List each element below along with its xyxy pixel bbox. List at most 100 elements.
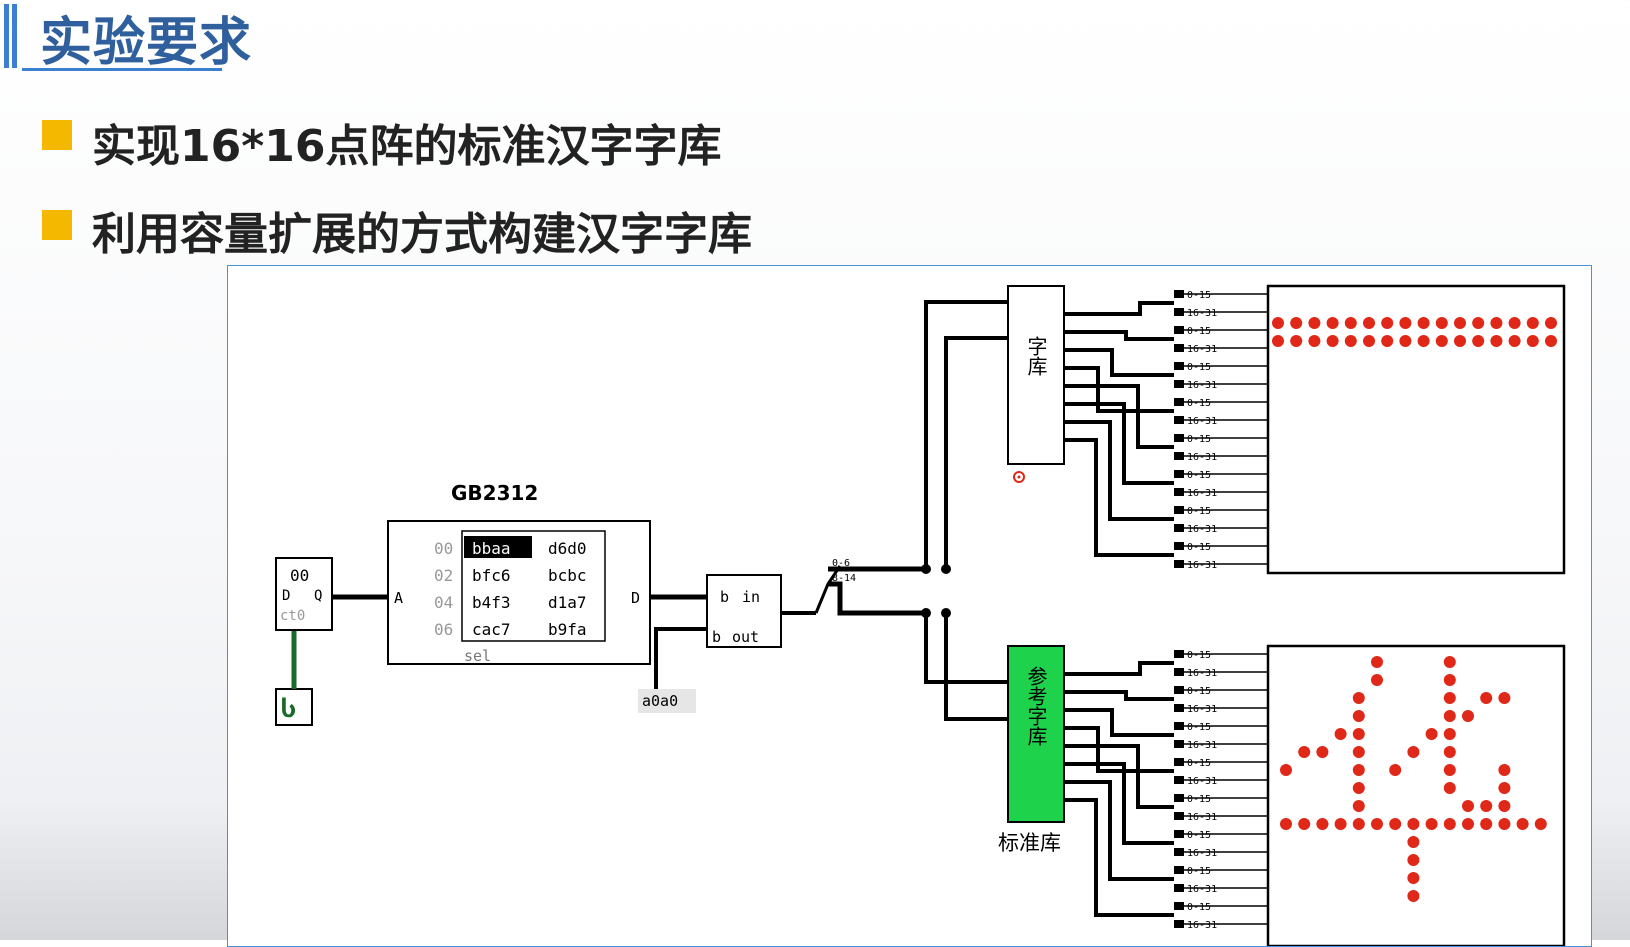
- led-dot: [1443, 728, 1456, 740]
- rom-cell[interactable]: d6d0: [548, 539, 587, 558]
- led-dot: [1344, 317, 1357, 329]
- led-dot: [1272, 317, 1284, 329]
- pin-connector[interactable]: [1174, 740, 1184, 748]
- led-dot: [1334, 728, 1347, 740]
- pin-connector[interactable]: [1174, 488, 1184, 496]
- led-dot: [1363, 335, 1375, 347]
- rom-cell[interactable]: b4f3: [472, 593, 511, 612]
- pin-label: 0-15: [1187, 758, 1211, 769]
- led-dot: [1472, 335, 1485, 347]
- rom-pin-a: A: [394, 589, 403, 607]
- led-dot: [1443, 782, 1456, 794]
- pin-connector[interactable]: [1174, 686, 1184, 694]
- led-dot: [1490, 335, 1503, 347]
- pin-connector[interactable]: [1174, 308, 1184, 316]
- led-dot: [1407, 746, 1420, 758]
- font-lib-label: 字库: [1024, 336, 1048, 376]
- led-dot: [1407, 890, 1420, 902]
- pin-connector[interactable]: [1174, 650, 1184, 658]
- pin-connector[interactable]: [1174, 524, 1184, 532]
- pin-label: 0-15: [1187, 902, 1211, 913]
- rom-cell[interactable]: bfc6: [472, 566, 511, 585]
- font-lib-box[interactable]: [1007, 285, 1065, 465]
- pin-connector[interactable]: [1174, 344, 1184, 352]
- counter-ct-label: ct0: [280, 608, 305, 624]
- pin-connector[interactable]: [1174, 560, 1184, 568]
- led-dot: [1498, 782, 1511, 794]
- led-dot: [1352, 692, 1365, 704]
- pin-connector[interactable]: [1174, 416, 1184, 424]
- led-dot: [1371, 818, 1383, 830]
- pin-connector[interactable]: [1174, 326, 1184, 334]
- page-title: 实验要求: [40, 13, 253, 73]
- led-dot: [1290, 335, 1303, 347]
- led-dot: [1454, 317, 1466, 329]
- led-dot: [1443, 692, 1456, 704]
- rom-cell[interactable]: cac7: [472, 620, 511, 639]
- bullet-marker: [42, 210, 72, 240]
- ref-font-lib-label: 参考字库: [1024, 666, 1048, 746]
- rom-cell[interactable]: d1a7: [548, 593, 587, 612]
- probe-point[interactable]: [1013, 471, 1025, 483]
- pin-connector[interactable]: [1174, 866, 1184, 874]
- rom-box[interactable]: [387, 520, 651, 665]
- counter-box[interactable]: [275, 557, 333, 631]
- pin-connector[interactable]: [1174, 794, 1184, 802]
- rom-addr-02: 02: [434, 566, 453, 585]
- pin-connector[interactable]: [1174, 704, 1184, 712]
- pin-connector[interactable]: [1174, 668, 1184, 676]
- counter-pin-q: Q: [314, 588, 322, 604]
- pin-connector[interactable]: [1174, 290, 1184, 298]
- pin-connector[interactable]: [1174, 380, 1184, 388]
- led-dot: [1407, 818, 1420, 830]
- led-dot: [1435, 317, 1448, 329]
- led-dot: [1407, 836, 1420, 848]
- pin-connector[interactable]: [1174, 722, 1184, 730]
- pin-connector[interactable]: [1174, 920, 1184, 928]
- bullet-item-2: 利用容量扩展的方式构建汉字字库: [92, 209, 752, 260]
- pin-connector[interactable]: [1174, 884, 1184, 892]
- rom-addr-00: 00: [434, 539, 453, 558]
- ref-font-lib-box[interactable]: [1007, 645, 1065, 823]
- pin-connector[interactable]: [1174, 452, 1184, 460]
- led-dot: [1526, 335, 1539, 347]
- rom-cell[interactable]: b9fa: [548, 620, 587, 639]
- pin-connector[interactable]: [1174, 434, 1184, 442]
- rom-cell[interactable]: bcbc: [548, 566, 587, 585]
- pin-connector[interactable]: [1174, 758, 1184, 766]
- pin-label: 16-31: [1187, 740, 1217, 751]
- led-dot: [1435, 335, 1448, 347]
- pin-connector[interactable]: [1174, 776, 1184, 784]
- bullet-marker: [42, 120, 72, 150]
- rom-sel-label: sel: [464, 647, 491, 665]
- pin-connector[interactable]: [1174, 470, 1184, 478]
- pin-connector[interactable]: [1174, 902, 1184, 910]
- led-dot: [1462, 800, 1474, 812]
- pin-label: 0-15: [1187, 830, 1211, 841]
- pin-connector[interactable]: [1174, 848, 1184, 856]
- led-dot: [1462, 710, 1474, 722]
- pin-label: 0-15: [1187, 794, 1211, 805]
- pin-connector[interactable]: [1174, 362, 1184, 370]
- led-dot: [1498, 818, 1511, 830]
- led-dot: [1308, 335, 1321, 347]
- led-dot: [1508, 317, 1521, 329]
- title-stripe: [4, 4, 9, 68]
- pin-connector[interactable]: [1174, 812, 1184, 820]
- pin-label: 0-15: [1187, 362, 1211, 373]
- pin-connector[interactable]: [1174, 830, 1184, 838]
- led-dot: [1508, 335, 1521, 347]
- const-value: a0a0: [642, 692, 678, 710]
- led-dot: [1371, 656, 1383, 668]
- pin-label: 16-31: [1187, 848, 1217, 859]
- splitter-label-bot: 8-14: [832, 573, 856, 584]
- pin-connector[interactable]: [1174, 398, 1184, 406]
- clock-icon[interactable]: Ⴑ: [281, 695, 296, 723]
- pin-label: 0-15: [1187, 506, 1211, 517]
- led-dot: [1352, 728, 1365, 740]
- pin-connector[interactable]: [1174, 506, 1184, 514]
- const-box[interactable]: [638, 689, 696, 713]
- pin-connector[interactable]: [1174, 542, 1184, 550]
- rom-cell-selected[interactable]: bbaa: [472, 539, 511, 558]
